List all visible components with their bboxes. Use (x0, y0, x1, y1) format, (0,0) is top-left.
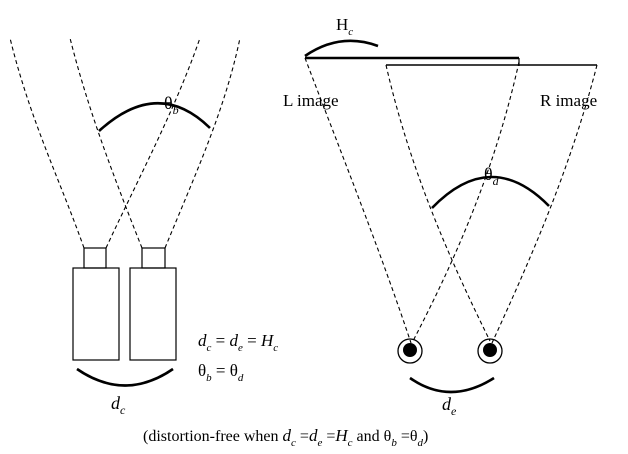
dc-label: dc (111, 393, 126, 417)
left-eye-sightline-right (412, 61, 520, 342)
de-arc (409, 376, 495, 394)
de-label: de (442, 394, 457, 418)
equation-distances: dc = de = Hc (198, 331, 278, 354)
left-camera-lens (83, 247, 107, 269)
right-eye-sightline-left (385, 64, 491, 342)
theta-b-arc (98, 101, 211, 132)
hc-label: Hc (336, 15, 353, 38)
right-eye-pupil (483, 343, 497, 357)
r-image-label: R image (540, 91, 597, 110)
display-viewer: Hc L image R image θd de (283, 15, 598, 418)
right-camera-lens (141, 247, 166, 269)
left-eye-pupil (403, 343, 417, 357)
caption: (distortion-free when dc =de =Hc and θb … (143, 426, 428, 449)
dc-arc (76, 367, 174, 387)
left-camera-cone-left-edge (9, 37, 85, 249)
left-eye (397, 338, 423, 364)
left-camera-body (72, 267, 120, 361)
equality-conditions: dc = de = Hc θb = θd (198, 331, 278, 384)
left-camera-cone-right-edge (105, 37, 201, 249)
right-eye-sightline-right (491, 64, 598, 344)
theta-d-label: θd (484, 164, 500, 188)
right-camera-cone-right-edge (164, 37, 241, 249)
hc-arc (304, 39, 379, 58)
camera-rig: θb dc (9, 37, 241, 417)
right-camera-cone-left-edge (69, 37, 143, 249)
right-eye (477, 338, 503, 364)
theta-b-label: θb (164, 93, 179, 117)
right-camera-body (129, 267, 177, 361)
l-image-label: L image (283, 91, 339, 110)
equation-angles: θb = θd (198, 361, 244, 384)
theta-d-arc (431, 175, 550, 209)
